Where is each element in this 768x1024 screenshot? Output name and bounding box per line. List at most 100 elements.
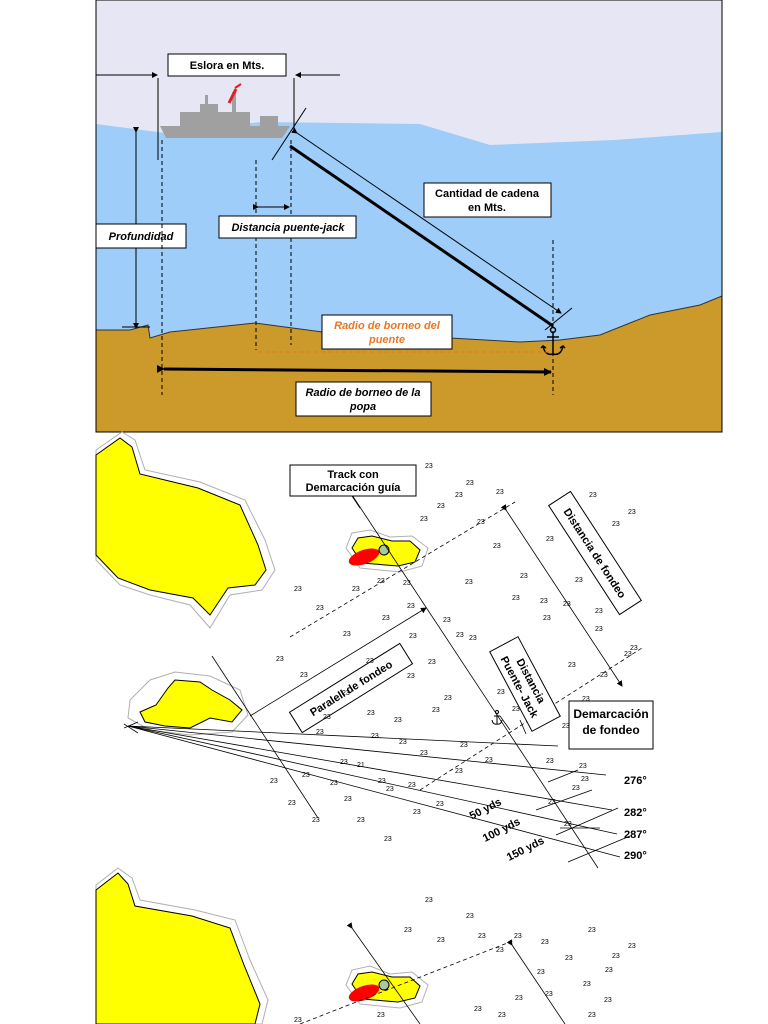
sounding-number: 23 [371, 733, 379, 740]
sounding-number: 23 [478, 933, 486, 940]
sounding-number: 23 [294, 586, 302, 593]
sounding-number: 21 [357, 762, 365, 769]
sounding-number: 23 [302, 772, 310, 779]
sounding-number: 23 [572, 785, 580, 792]
demarcacion-label-line2: de fondeo [582, 723, 639, 737]
anchoring-profile-panel: Eslora en Mts. Profundidad Distancia pue… [95, 0, 723, 433]
soundings: 23 23 23 23 23 23 23 23 23 23 23 23 23 23 23 23 23 23 23 23… [270, 463, 638, 843]
sounding-number: 23 [276, 656, 284, 663]
shoal [348, 548, 380, 566]
sounding-number: 23 [537, 969, 545, 976]
sounding-number: 23 [420, 750, 428, 757]
sounding-number: 23 [366, 658, 374, 665]
sounding-number: 23 [357, 817, 365, 824]
sounding-number: 23 [455, 768, 463, 775]
demarcacion-label-line1: Demarcación [573, 707, 648, 721]
bearing-282-label: 282° [624, 807, 647, 819]
paralell-fondeo-label: Paralell de fondeo [308, 659, 395, 720]
sounding-number: 23 [546, 758, 554, 765]
sounding-number: 23 [437, 503, 445, 510]
cadena-label-line1: Cantidad de cadena [435, 188, 540, 200]
sounding-number: 23 [460, 742, 468, 749]
sounding-number: 23 [344, 796, 352, 803]
sounding-number: 23 [465, 579, 473, 586]
sounding-number: 23 [512, 706, 520, 713]
sounding-number: 23 [316, 605, 324, 612]
bearing-290-label: 290° [624, 850, 647, 862]
sounding-number: 23 [595, 626, 603, 633]
sounding-number: 23 [575, 577, 583, 584]
sounding-number: 23 [408, 782, 416, 789]
sounding-number: 23 [407, 673, 415, 680]
sounding-number: 23 [382, 615, 390, 622]
sounding-number: 23 [579, 763, 587, 770]
sounding-number: 23 [514, 933, 522, 940]
bearing-lines [123, 721, 621, 858]
sounding-number: 23 [323, 714, 331, 721]
anchor-icon [540, 326, 566, 356]
sounding-number: 23 [541, 939, 549, 946]
sounding-number: 23 [588, 927, 596, 934]
yds50-label: 50 yds [468, 796, 504, 822]
sounding-number: 23 [455, 492, 463, 499]
flag-icon [227, 83, 242, 104]
sounding-number: 23 [565, 955, 573, 962]
sounding-number: 23 [409, 633, 417, 640]
sounding-number: 23 [466, 913, 474, 920]
sounding-number: 23 [384, 836, 392, 843]
sounding-number: 23 [403, 580, 411, 587]
sounding-number: 23 [589, 492, 597, 499]
sounding-number: 23 [425, 897, 433, 904]
sounding-number: 23 [520, 573, 528, 580]
sounding-number: 23 [425, 463, 433, 470]
radio-puente-label-line2: puente [368, 334, 405, 346]
profundidad-label: Profundidad [109, 231, 174, 243]
panel-border [95, 0, 723, 433]
sounding-number: 23 [352, 586, 360, 593]
yds150-label: 150 yds [505, 835, 546, 864]
track-label-line1: Track con [327, 469, 379, 481]
eslora-label: Eslora en Mts. [190, 60, 265, 72]
sounding-number: 23 [407, 603, 415, 610]
sounding-number: 23 [399, 739, 407, 746]
sounding-number: 23 [378, 778, 386, 785]
sounding-number: 23 [466, 480, 474, 487]
island-large-bottom [95, 872, 261, 1024]
sounding-number: 23 [628, 943, 636, 950]
sounding-number: 23 [394, 717, 402, 724]
sounding-number: 23 [428, 659, 436, 666]
sounding-number: 23 [568, 662, 576, 669]
sounding-number: 23 [443, 617, 451, 624]
sounding-number: 23 [456, 632, 464, 639]
sounding-number: 23 [413, 809, 421, 816]
sounding-number: 23 [477, 519, 485, 526]
ship-icon [160, 92, 290, 138]
radio-popa-label-line2: popa [349, 401, 376, 413]
sounding-number: 23 [563, 601, 571, 608]
sounding-number: 23 [583, 981, 591, 988]
sounding-number: 23 [543, 615, 551, 622]
sounding-number: 23 [540, 598, 548, 605]
sounding-number: 23 [496, 489, 504, 496]
buoy-icon [378, 544, 390, 556]
anchor-icon [491, 710, 503, 725]
sounding-number: 23 [588, 1012, 596, 1019]
sounding-number: 23 [386, 786, 394, 793]
sounding-number: 23 [604, 997, 612, 1004]
sounding-number: 23 [294, 1017, 302, 1024]
distancia-puente-jack-label: Distancia puente-jack [231, 222, 345, 234]
sounding-number: 23 [630, 645, 638, 652]
bearing-287-label: 287° [624, 829, 647, 841]
sounding-number: 23 [582, 696, 590, 703]
island-large [95, 437, 267, 616]
sounding-number: 23 [342, 690, 350, 697]
shoal-bottom [348, 984, 380, 1002]
sounding-number: 23 [432, 707, 440, 714]
sounding-number: 23 [612, 953, 620, 960]
sounding-number: 23 [624, 651, 632, 658]
yds100-label: 100 yds [481, 816, 522, 845]
sounding-number: 23 [420, 516, 428, 523]
sounding-number: 23 [288, 800, 296, 807]
